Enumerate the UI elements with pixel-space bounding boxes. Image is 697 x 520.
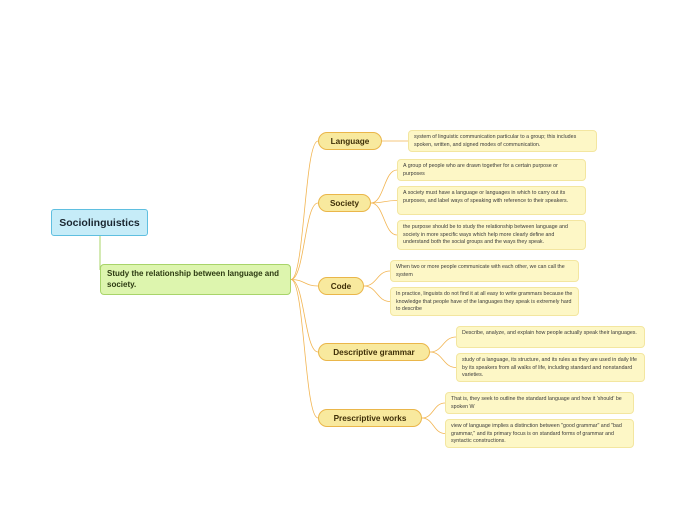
branch-prescriptive-works[interactable]: Prescriptive works <box>318 409 422 427</box>
detail-code-1[interactable]: When two or more people communicate with… <box>390 260 579 282</box>
branch-connectors <box>290 140 457 434</box>
detail-language-1[interactable]: system of linguistic communication parti… <box>408 130 597 152</box>
branch-society[interactable]: Society <box>318 194 371 212</box>
branch-code[interactable]: Code <box>318 277 364 295</box>
connector-prescriptive-works-detail-1 <box>421 402 446 419</box>
connector-society-detail-2 <box>370 200 398 204</box>
detail-society-3[interactable]: the purpose should be to study the relat… <box>397 220 586 250</box>
connector-society-detail-3 <box>370 202 398 236</box>
connector-descriptive-grammar-detail-2 <box>429 351 457 368</box>
connector-to-branch-society <box>290 202 319 280</box>
connector-society-detail-1 <box>370 169 398 204</box>
connector-code-detail-1 <box>363 270 391 287</box>
detail-descriptive-2[interactable]: study of a language, its structure, and … <box>456 353 645 382</box>
connector-to-branch-prescriptive-works <box>290 279 319 419</box>
connector-code-detail-2 <box>363 285 391 302</box>
branch-descriptive-grammar[interactable]: Descriptive grammar <box>318 343 430 361</box>
detail-prescriptive-2[interactable]: view of language implies a distinction b… <box>445 419 634 448</box>
detail-society-2[interactable]: A society must have a language or langua… <box>397 186 586 215</box>
subtopic-node[interactable]: Study the relationship between language … <box>100 264 291 295</box>
root-node[interactable]: Sociolinguistics <box>51 209 148 236</box>
connector-prescriptive-works-detail-2 <box>421 417 446 434</box>
branch-language[interactable]: Language <box>318 132 382 150</box>
detail-code-2[interactable]: In practice, linguists do not find it at… <box>390 287 579 316</box>
detail-descriptive-1[interactable]: Describe, analyze, and explain how peopl… <box>456 326 645 348</box>
connector-descriptive-grammar-detail-1 <box>429 336 457 353</box>
connector-to-branch-code <box>290 279 319 287</box>
connector-to-branch-language <box>290 140 319 280</box>
connector-to-branch-descriptive-grammar <box>290 279 319 353</box>
detail-society-1[interactable]: A group of people who are drawn together… <box>397 159 586 181</box>
detail-prescriptive-1[interactable]: That is, they seek to outline the standa… <box>445 392 634 414</box>
